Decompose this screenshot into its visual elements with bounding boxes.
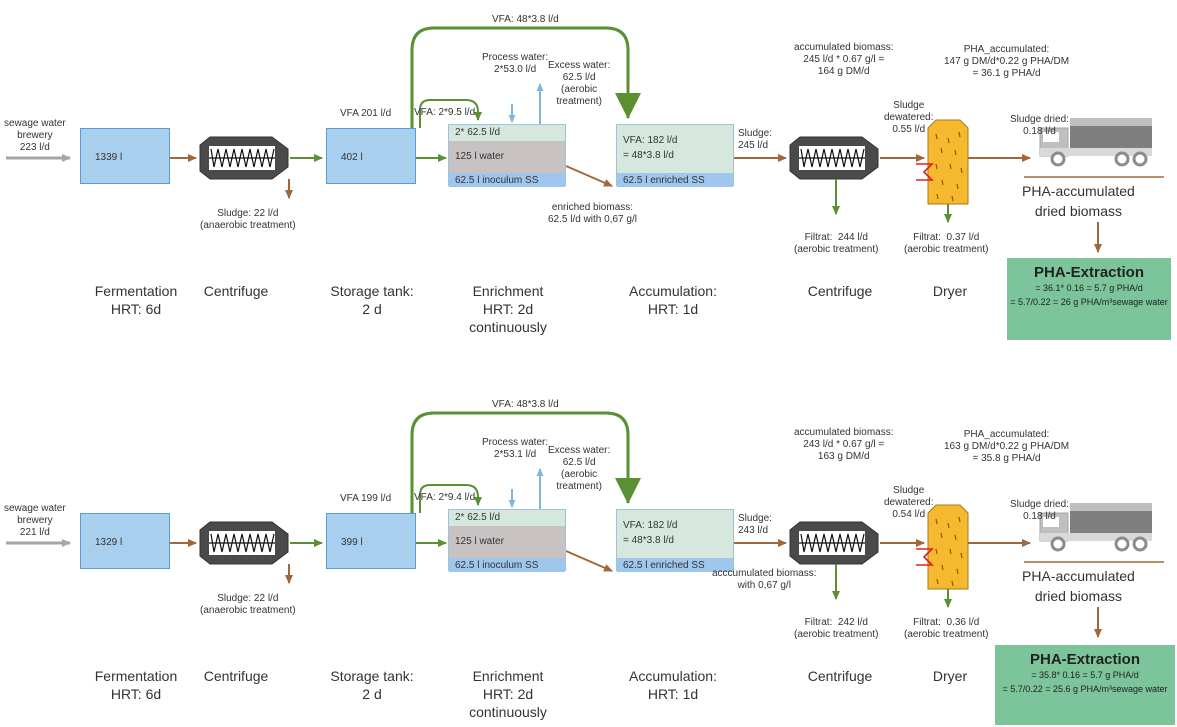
stage-label: Fermentation HRT: 6d	[94, 668, 178, 702]
pha-dried-label: PHA-accumulated dried biomass	[1022, 183, 1135, 219]
recycle-label: VFA: 48*3.8 l/d	[492, 399, 559, 410]
sludge-dried-label: Sludge dried: 0.18 l/d	[1010, 114, 1069, 137]
dryer-icon	[916, 119, 969, 205]
fermentation-tank-volume: 1329 l	[95, 537, 123, 548]
enriched-biomass-label: enriched biomass: 62.5 l/d with 0,67 g/l	[548, 202, 637, 225]
vfa-in-label: VFA: 2*9.5 l/d	[414, 107, 476, 118]
truck-icon	[1039, 118, 1152, 167]
vfa-in-arrow	[419, 484, 482, 513]
stage-label: Dryer	[932, 668, 968, 684]
storage-tank: 399 l	[326, 513, 416, 569]
stage-label: Dryer	[932, 283, 968, 299]
pha-accumulated-label: PHA_accumulated: 147 g DM/d*0.22 g PHA/D…	[944, 44, 1070, 79]
stage-label: Centrifuge	[807, 668, 873, 684]
extraction-line1: = 35.8* 0.16 = 5.7 g PHA/d	[1031, 670, 1139, 680]
accumulated-biomass-label: accumulated biomass: 243 l/d * 0.67 g/l …	[794, 427, 894, 462]
sludge-to-centrifuge-label: Sludge: 245 l/d	[738, 128, 772, 151]
filtrat-label: Filtrat: 244 l/d (aerobic treatment)	[794, 232, 879, 255]
sludge-label: Sludge: 22 l/d (anaerobic treatment)	[200, 208, 296, 231]
storage-tank: 402 l	[326, 128, 416, 184]
centrifuge2-extra-label: acccumulated biomass: with 0,67 g/l	[712, 568, 817, 591]
centrifuge-icon	[789, 521, 879, 565]
fermentation-tank: 1339 l	[80, 128, 170, 184]
extraction-line2: = 5.7/0.22 = 25.6 g PHA/m³sewage water	[1002, 684, 1168, 694]
recycle-label: VFA: 48*3.8 l/d	[492, 14, 559, 25]
stage-label: Enrichment HRT: 2d continuously	[469, 283, 547, 335]
sewage-input-label: sewage water brewery 221 l/d	[4, 503, 66, 538]
storage-tank-volume: 399 l	[341, 537, 363, 548]
dryer-icon	[916, 504, 969, 590]
extraction-line2: = 5.7/0.22 = 26 g PHA/m³sewage water	[1010, 297, 1168, 307]
process-water-label: Process water: 2*53.0 l/d	[482, 52, 549, 75]
to-accumulation-arrow	[565, 550, 613, 572]
sludge-dewatered-label: Sludge dewatered: 0.54 l/d	[884, 485, 934, 520]
vfa-in-label: VFA: 2*9.4 l/d	[414, 492, 476, 503]
extraction-title: PHA-Extraction	[1029, 651, 1141, 668]
dryer-filtrat-label: Filtrat: 0.36 l/d (aerobic treatment)	[904, 617, 989, 640]
process-water-label: Process water: 2*53.1 l/d	[482, 437, 549, 460]
storage-vfa-label: VFA 199 l/d	[340, 493, 392, 504]
accumulation-enriched: 62.5 l enriched SS	[617, 558, 733, 572]
extraction-line1: = 36.1* 0.16 = 5.7 g PHA/d	[1035, 283, 1143, 293]
stage-label: Accumulation: HRT: 1d	[629, 283, 717, 317]
pha-extraction-box: PHA-Extraction = 35.8* 0.16 = 5.7 g PHA/d…	[995, 645, 1175, 725]
extraction-title: PHA-Extraction	[1033, 264, 1145, 281]
stage-label: Storage tank: 2 d	[330, 283, 414, 317]
accumulation-top: VFA: 182 l/d = 48*3.8 l/d	[617, 125, 733, 173]
sludge-to-centrifuge-label: Sludge: 243 l/d	[738, 513, 772, 536]
pha-accumulated-label: PHA_accumulated: 163 g DM/d*0.22 g PHA/D…	[944, 429, 1070, 464]
enrichment-inoculum: 62.5 l inoculum SS	[449, 558, 565, 572]
stage-label: Centrifuge	[203, 668, 269, 684]
recycle-arrow	[410, 411, 641, 513]
storage-tank-volume: 402 l	[341, 152, 363, 163]
vfa-in-arrow	[419, 99, 482, 128]
sludge-label: Sludge: 22 l/d (anaerobic treatment)	[200, 593, 296, 616]
stage-label: Accumulation: HRT: 1d	[629, 668, 717, 702]
stage-label: Centrifuge	[807, 283, 873, 299]
sludge-dried-label: Sludge dried: 0.18 l/d	[1010, 499, 1069, 522]
accumulation-top: VFA: 182 l/d = 48*3.8 l/d	[617, 510, 733, 558]
accumulation-enriched: 62.5 l enriched SS	[617, 173, 733, 187]
pha-extraction-box: PHA-Extraction = 36.1* 0.16 = 5.7 g PHA/d…	[1007, 258, 1171, 340]
sewage-input-label: sewage water brewery 223 l/d	[4, 118, 66, 153]
stage-label: Storage tank: 2 d	[330, 668, 414, 702]
stage-label: Fermentation HRT: 6d	[94, 283, 178, 317]
excess-water-label: Excess water: 62.5 l/d (aerobic treatmen…	[548, 445, 611, 492]
storage-vfa-label: VFA 201 l/d	[340, 108, 392, 119]
excess-water-label: Excess water: 62.5 l/d (aerobic treatmen…	[548, 60, 611, 107]
sludge-dewatered-label: Sludge dewatered: 0.55 l/d	[884, 100, 934, 135]
stage-label: Enrichment HRT: 2d continuously	[469, 668, 547, 720]
recycle-arrow	[410, 26, 641, 128]
filtrat-label: Filtrat: 242 l/d (aerobic treatment)	[794, 617, 879, 640]
stage-label: Centrifuge	[203, 283, 269, 299]
centrifuge-icon	[199, 521, 289, 565]
accumulated-biomass-label: accumulated biomass: 245 l/d * 0.67 g/l …	[794, 42, 894, 77]
fermentation-tank-volume: 1339 l	[95, 152, 123, 163]
enrichment-top: 2* 62.5 l/d	[449, 125, 565, 141]
pha-dried-label: PHA-accumulated dried biomass	[1022, 568, 1135, 604]
centrifuge-icon	[199, 136, 289, 180]
enrichment-top: 2* 62.5 l/d	[449, 510, 565, 526]
to-accumulation-arrow	[565, 165, 613, 187]
enrichment-inoculum: 62.5 l inoculum SS	[449, 173, 565, 187]
truck-icon	[1039, 503, 1152, 552]
enrichment-water: 125 l water	[449, 141, 565, 173]
fermentation-tank: 1329 l	[80, 513, 170, 569]
centrifuge-icon	[789, 136, 879, 180]
dryer-filtrat-label: Filtrat: 0.37 l/d (aerobic treatment)	[904, 232, 989, 255]
enrichment-water: 125 l water	[449, 526, 565, 558]
